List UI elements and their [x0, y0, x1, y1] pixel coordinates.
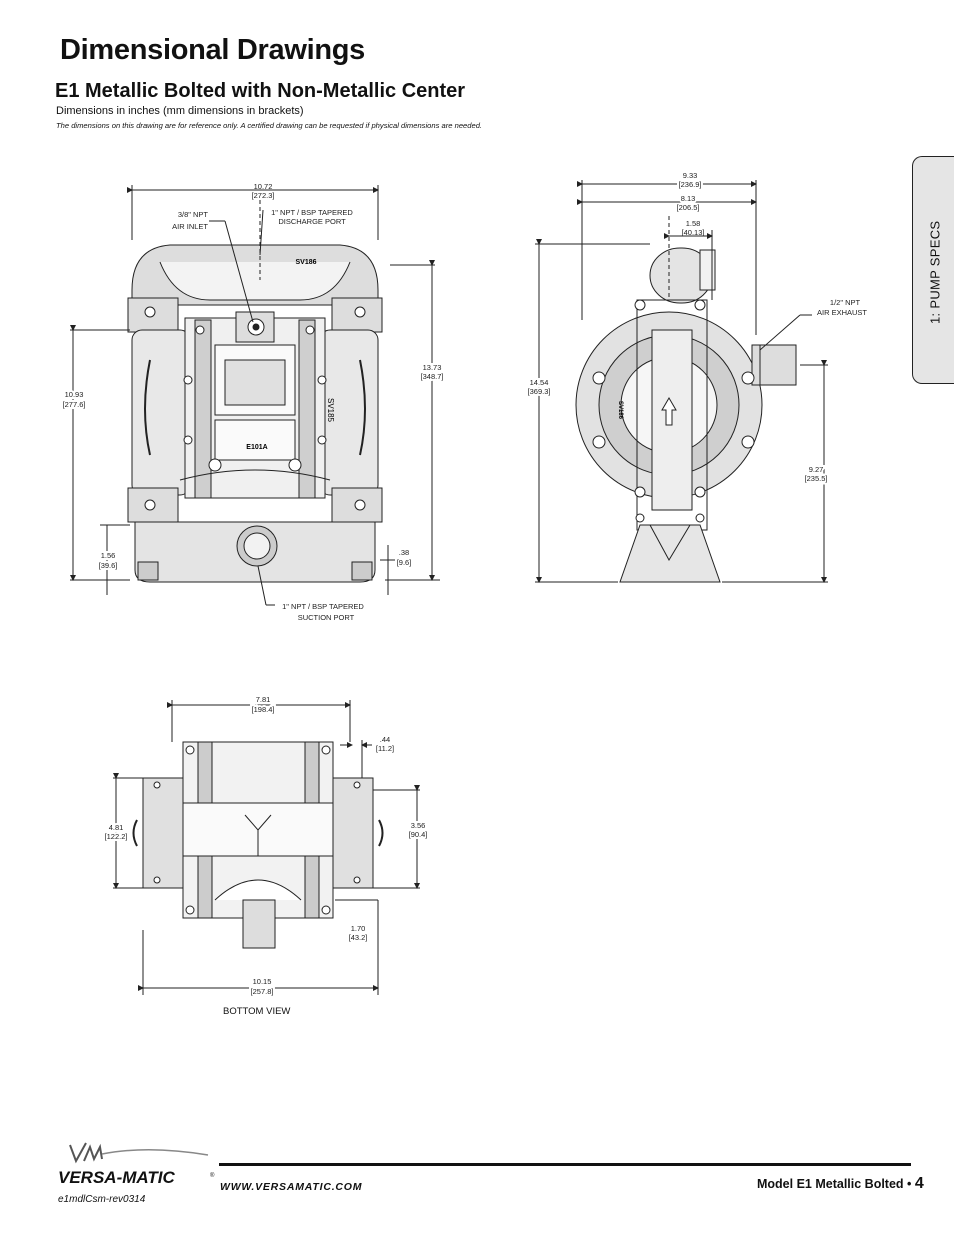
document-code: e1mdlCsm-rev0314	[58, 1194, 146, 1205]
section-subtitle: E1 Metallic Bolted with Non-Metallic Cen…	[55, 80, 466, 102]
port-dim-value: 1.70	[351, 924, 366, 933]
footer-rule	[219, 1163, 911, 1166]
bottom-view-caption: BOTTOM VIEW	[223, 1006, 291, 1017]
offset-mm: [40.13]	[682, 228, 705, 237]
versamatic-logo: VERSA-MATIC ®	[58, 1142, 215, 1187]
overall-width-value: 10.15	[253, 977, 272, 986]
front-view	[70, 185, 440, 606]
disclaimer-note: The dimensions on this drawing are for r…	[56, 121, 483, 130]
base-dim-mm: [39.6]	[99, 561, 118, 570]
front-view-labels: 10.72 [272.3] 3/8" NPT AIR INLET 1" NPT …	[61, 182, 446, 622]
bottom-width-mm: [198.4]	[252, 705, 275, 714]
discharge-port-label-1: 1" NPT / BSP TAPERED	[271, 208, 353, 217]
foot-dim-value: .38	[399, 548, 409, 557]
side-width2-value: 8.13	[681, 194, 696, 203]
foot-dim-mm: [9.6]	[397, 558, 412, 567]
side-height-value: 14.54	[530, 378, 549, 387]
bottom-right-mm: [90.4]	[409, 830, 428, 839]
page-title: Dimensional Drawings	[60, 34, 366, 66]
discharge-port-label-2: DISCHARGE PORT	[278, 217, 346, 226]
side-width-value: 9.33	[683, 171, 698, 180]
marking-e101a: E101A	[246, 444, 267, 451]
bottom-view-labels: 7.81 [198.4] .44 [11.2] 4.81 [122.2] 3.5…	[103, 695, 430, 998]
footer-model: Model E1 Metallic Bolted •	[757, 1177, 912, 1191]
front-height-value: 13.73	[423, 363, 442, 372]
suction-port-label-2: SUCTION PORT	[298, 613, 355, 622]
air-exhaust-label-2: AIR EXHAUST	[817, 308, 867, 317]
website-link[interactable]: WWW.VERSAMATIC.COM	[220, 1181, 363, 1193]
exhaust-height-mm: [235.5]	[805, 474, 828, 483]
air-exhaust-label-1: 1/2" NPT	[830, 298, 861, 307]
front-height-mm: [348.7]	[421, 372, 444, 381]
overall-width-mm: [257.8]	[251, 987, 274, 996]
bottom-view-drawing	[113, 700, 420, 995]
side-marking: SV186	[617, 401, 623, 420]
exhaust-height-value: 9.27	[809, 465, 824, 474]
bottom-right-value: 3.56	[411, 821, 426, 830]
side-view-labels: 9.33 [236.9] 8.13 [206.5] 1.58 [40.13] 1…	[526, 171, 868, 485]
side-width-mm: [236.9]	[679, 180, 702, 189]
front-width-mm: [272.3]	[252, 191, 275, 200]
side-height-mm: [369.3]	[528, 387, 551, 396]
units-note: Dimensions in inches (mm dimensions in b…	[56, 105, 304, 117]
left-height-mm: [277.6]	[63, 400, 86, 409]
port-dim-mm: [43.2]	[349, 933, 368, 942]
side-view	[535, 180, 828, 583]
air-inlet-label-2: AIR INLET	[172, 222, 208, 231]
footer-model-page: Model E1 Metallic Bolted • 4	[757, 1175, 924, 1193]
section-tab[interactable]: 1: PUMP SPECS	[912, 156, 954, 384]
flange-mm: [11.2]	[376, 744, 394, 753]
suction-port-label-1: 1" NPT / BSP TAPERED	[282, 602, 364, 611]
side-width2-mm: [206.5]	[677, 203, 700, 212]
page-number: 4	[914, 1175, 924, 1192]
front-width-value: 10.72	[254, 182, 273, 191]
marking-sv185: SV185	[326, 398, 335, 423]
base-dim-value: 1.56	[101, 551, 116, 560]
left-height-value: 10.93	[65, 390, 84, 399]
flange-value: .44	[380, 735, 390, 744]
bottom-width-value: 7.81	[256, 695, 271, 704]
logo-wordmark: VERSA-MATIC	[58, 1168, 176, 1187]
svg-text:®: ®	[210, 1172, 215, 1179]
offset-value: 1.58	[686, 219, 701, 228]
air-inlet-label-1: 3/8" NPT	[178, 210, 209, 219]
marking-sv186: SV186	[295, 259, 316, 266]
bottom-left-mm: [122.2]	[105, 832, 128, 841]
bottom-left-value: 4.81	[109, 823, 124, 832]
